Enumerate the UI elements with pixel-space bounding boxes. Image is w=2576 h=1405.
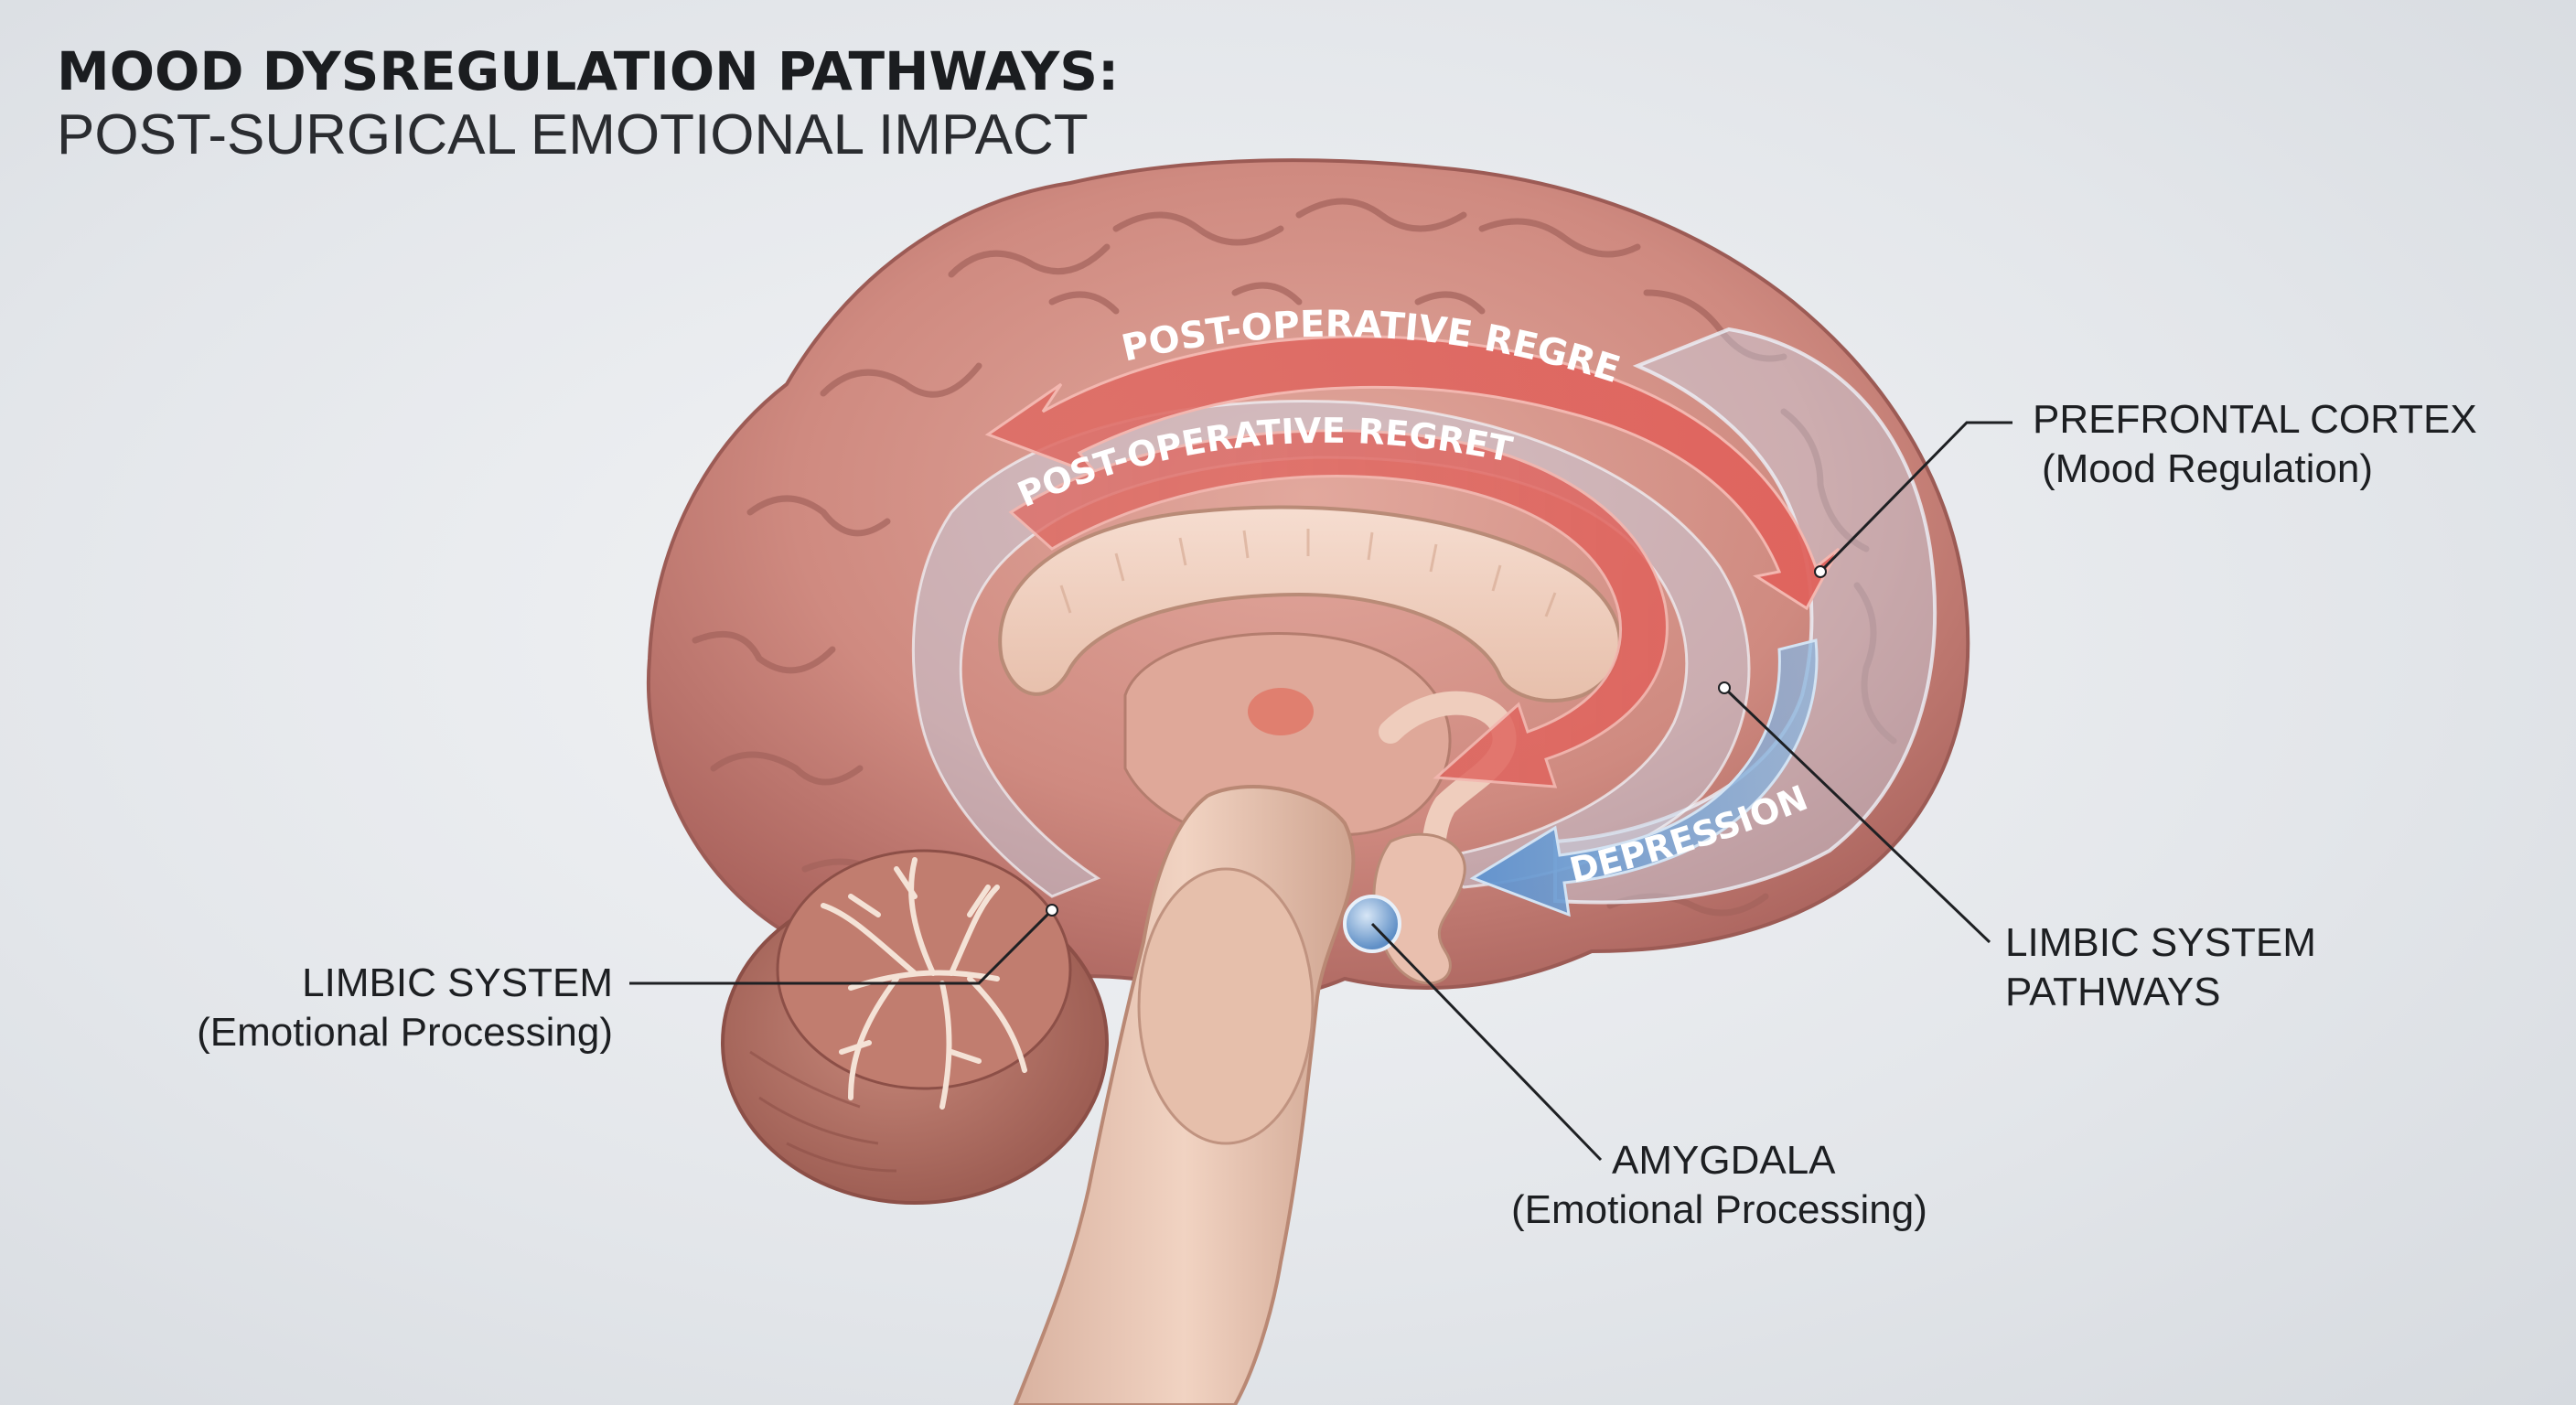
corpus-callosum bbox=[998, 505, 1622, 703]
page-subtitle: POST-SURGICAL EMOTIONAL IMPACT bbox=[57, 103, 1089, 166]
label-limbic-pathways-line1: LIMBIC SYSTEM bbox=[2005, 920, 2316, 965]
label-limbic-system-line1: LIMBIC SYSTEM bbox=[302, 960, 613, 1005]
prefrontal-region bbox=[1553, 327, 1937, 905]
depression-arrow bbox=[1469, 638, 1819, 917]
regret-arrow-outer bbox=[984, 335, 1841, 611]
leader-amygdala bbox=[1370, 922, 1603, 1162]
pons bbox=[1137, 867, 1315, 1145]
regret-arrow-inner bbox=[1008, 429, 1669, 788]
label-prefrontal-line1: PREFRONTAL CORTEX bbox=[2033, 397, 2477, 442]
label-limbic-system-line2: (Emotional Processing) bbox=[197, 1010, 613, 1055]
label-amygdala-line1: AMYGDALA bbox=[1612, 1138, 1836, 1183]
leader-limbic-system bbox=[629, 908, 1054, 985]
label-limbic-pathways-line2: PATHWAYS bbox=[2005, 970, 2221, 1014]
label-limbic-pathways: LIMBIC SYSTEM PATHWAYS bbox=[2005, 918, 2316, 1017]
label-amygdala: AMYGDALA (Emotional Processing) bbox=[1511, 1136, 1927, 1235]
cerebellum bbox=[721, 849, 1109, 1205]
leader-lines bbox=[629, 421, 2012, 1162]
label-amygdala-line2: (Emotional Processing) bbox=[1511, 1187, 1927, 1232]
corpus-callosum-fibers bbox=[1059, 529, 1557, 617]
leader-limbic-pathways bbox=[1723, 686, 1991, 944]
label-prefrontal-line2: (Mood Regulation) bbox=[2042, 446, 2373, 491]
label-limbic-system: LIMBIC SYSTEM (Emotional Processing) bbox=[137, 959, 613, 1057]
leader-prefrontal bbox=[1819, 421, 2012, 574]
title-block: MOOD DYSREGULATION PATHWAYS: POST-SURGIC… bbox=[57, 40, 1119, 168]
pineal-nucleus bbox=[1248, 688, 1314, 735]
page-title: MOOD DYSREGULATION PATHWAYS: bbox=[57, 40, 1120, 102]
limbic-loop bbox=[911, 400, 1751, 898]
label-prefrontal-cortex: PREFRONTAL CORTEX (Mood Regulation) bbox=[2033, 395, 2477, 494]
